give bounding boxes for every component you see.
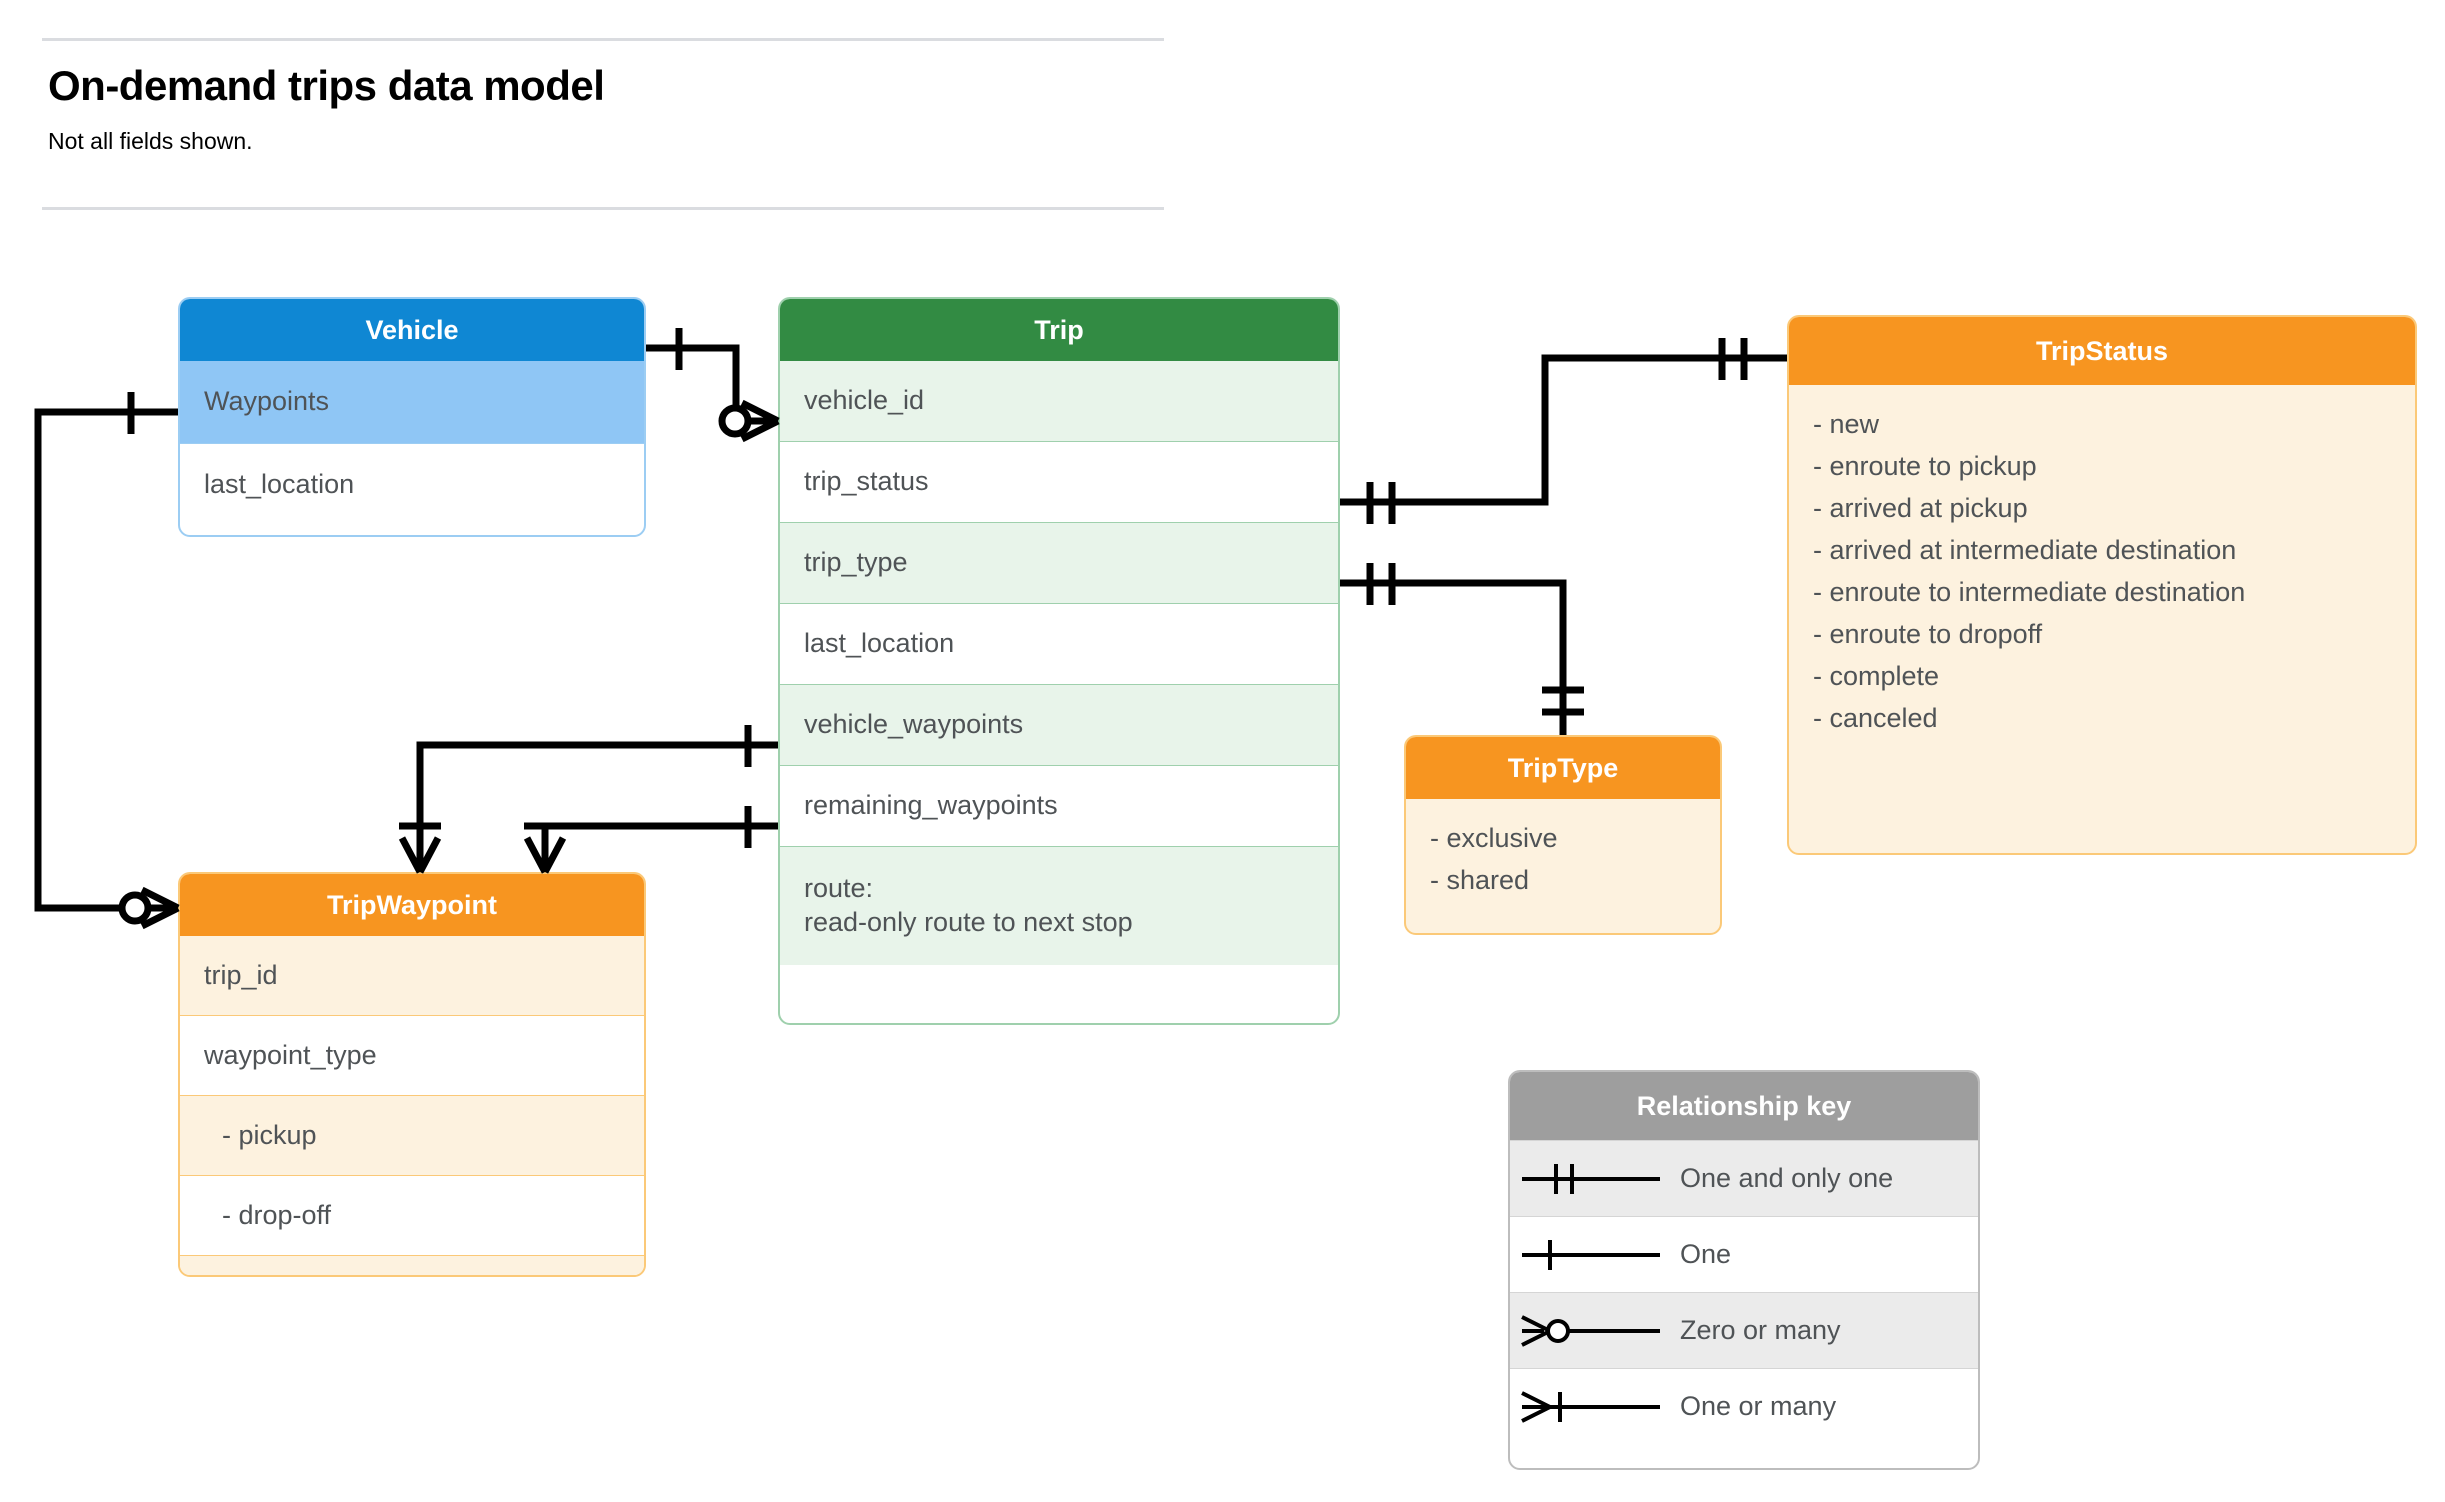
- entity-vehicle-row-last-location: last_location: [180, 443, 644, 525]
- connector-vehicle-waypoints-field-to-tripwaypoint: [398, 725, 778, 874]
- tripstatus-value: - arrived at intermediate destination: [1813, 535, 2237, 565]
- entity-tripstatus[interactable]: TripStatus - new - enroute to pickup - a…: [1787, 315, 2417, 855]
- connector-trip-type-to-triptype: [1340, 563, 1584, 735]
- legend-label: Zero or many: [1680, 1315, 1841, 1345]
- triptype-value: - exclusive: [1430, 823, 1558, 853]
- legend-row-one: One: [1510, 1216, 1978, 1292]
- entity-tripstatus-title: TripStatus: [1789, 317, 2415, 385]
- legend-label: One or many: [1680, 1391, 1837, 1421]
- entity-tripwaypoint[interactable]: TripWaypoint trip_id waypoint_type - pic…: [178, 872, 646, 1277]
- entity-trip-row-trip-type: trip_type: [780, 523, 1338, 604]
- entity-tripwaypoint-row-drop-off: - drop-off: [180, 1176, 644, 1256]
- connector-vehicle-waypoints-to-tripwaypoint: [34, 392, 180, 930]
- entity-trip-row-trip-status: trip_status: [780, 442, 1338, 523]
- entity-tripwaypoint-row-intermediate: - intermediate: [180, 1256, 644, 1275]
- tripstatus-value: - canceled: [1813, 703, 1938, 733]
- entity-triptype-title: TripType: [1406, 737, 1720, 799]
- entity-tripwaypoint-row-pickup: - pickup: [180, 1096, 644, 1176]
- entity-tripwaypoint-row-trip-id: trip_id: [180, 936, 644, 1016]
- tripstatus-value: - enroute to pickup: [1813, 451, 2037, 481]
- entity-tripstatus-values: - new - enroute to pickup - arrived at p…: [1789, 385, 2415, 756]
- legend-label: One and only one: [1680, 1163, 1894, 1193]
- tripstatus-value: - arrived at pickup: [1813, 493, 2028, 523]
- header-rule-top: [42, 38, 1164, 41]
- legend-label: One: [1680, 1239, 1732, 1269]
- entity-trip-row-last-location: last_location: [780, 604, 1338, 685]
- zero-or-many-icon: [1510, 1311, 1680, 1351]
- one-and-only-one-icon: [1510, 1159, 1680, 1199]
- entity-tripwaypoint-row-waypoint-type: waypoint_type: [180, 1016, 644, 1096]
- entity-trip-row-vehicle-id: vehicle_id: [780, 361, 1338, 442]
- entity-triptype-values: - exclusive - shared: [1406, 799, 1720, 918]
- entity-tripwaypoint-title: TripWaypoint: [180, 874, 644, 936]
- tripstatus-value: - complete: [1813, 661, 1940, 691]
- entity-vehicle-row-waypoints: Waypoints: [180, 361, 644, 443]
- legend-title: Relationship key: [1510, 1072, 1978, 1140]
- entity-vehicle-title: Vehicle: [180, 299, 644, 361]
- legend-row-zero-or-many: Zero or many: [1510, 1292, 1978, 1368]
- entity-triptype[interactable]: TripType - exclusive - shared: [1404, 735, 1722, 935]
- triptype-value: - shared: [1430, 865, 1530, 895]
- header-rule-bottom: [42, 207, 1164, 210]
- entity-vehicle[interactable]: Vehicle Waypoints last_location: [178, 297, 646, 537]
- page-title: On-demand trips data model: [48, 62, 605, 109]
- tripstatus-value: - new: [1813, 409, 1880, 439]
- connector-trip-status-to-tripstatus: [1340, 338, 1787, 524]
- legend-row-one-and-only-one: One and only one: [1510, 1140, 1978, 1216]
- entity-trip-title: Trip: [780, 299, 1338, 361]
- legend-row-one-or-many: One or many: [1510, 1368, 1978, 1444]
- entity-trip-row-route: route: read-only route to next stop: [780, 847, 1338, 965]
- entity-trip-row-vehicle-waypoints: vehicle_waypoints: [780, 685, 1338, 766]
- tripstatus-value: - enroute to dropoff: [1813, 619, 2043, 649]
- entity-trip[interactable]: Trip vehicle_id trip_status trip_type la…: [778, 297, 1340, 1025]
- relationship-key-legend[interactable]: Relationship key One and only one One: [1508, 1070, 1980, 1470]
- connector-remaining-waypoints-field-to-tripwaypoint: [523, 806, 778, 874]
- entity-trip-row-remaining-waypoints: remaining_waypoints: [780, 766, 1338, 847]
- connector-vehicle-to-trip: [646, 328, 780, 443]
- tripstatus-value: - enroute to intermediate destination: [1813, 577, 2246, 607]
- entity-trip-row-route-label: route:: [804, 873, 874, 904]
- one-icon: [1510, 1235, 1680, 1275]
- page-subtitle: Not all fields shown.: [48, 128, 253, 154]
- one-or-many-icon: [1510, 1387, 1680, 1427]
- entity-trip-row-route-description: read-only route to next stop: [804, 907, 1133, 937]
